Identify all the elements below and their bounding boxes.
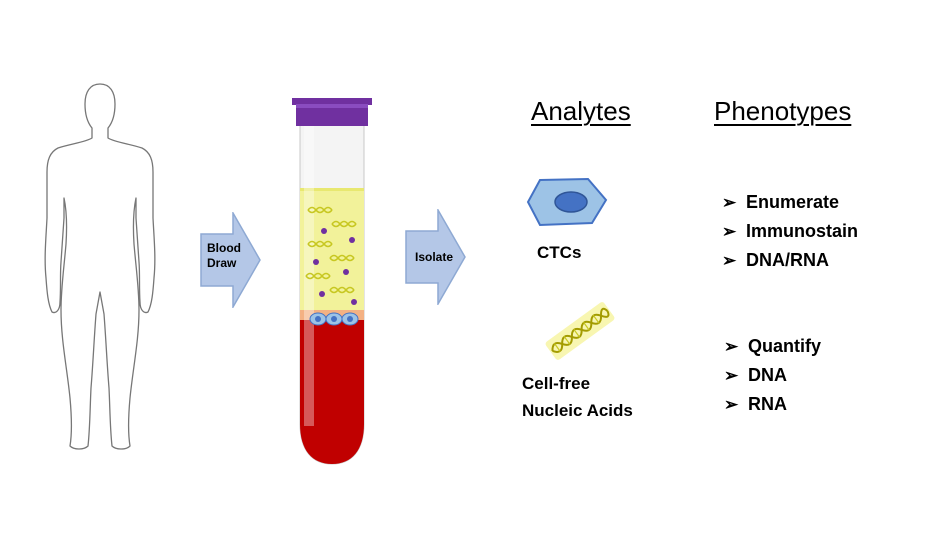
isolate-label: Isolate [415, 250, 454, 264]
ctcs-label: CTCs [537, 243, 582, 262]
dna-helix-icon [545, 302, 615, 360]
list-item: ➢DNA [724, 361, 821, 390]
ctc-cell-icon [526, 177, 608, 227]
arrow-bullet-icon: ➢ [722, 193, 737, 212]
cell-free-nucleic-acids-label: Cell-free Nucleic Acids [522, 374, 633, 420]
list-item: ➢DNA/RNA [722, 246, 858, 275]
list-item: ➢Immunostain [722, 217, 858, 246]
list-item: ➢Enumerate [722, 188, 858, 217]
blood-draw-label: Blood Draw [207, 241, 241, 270]
arrow-bullet-icon: ➢ [724, 395, 739, 414]
cfna-phenotype-list: ➢Quantify ➢DNA ➢RNA [724, 332, 821, 419]
list-item: ➢RNA [724, 390, 821, 419]
arrow-bullet-icon: ➢ [722, 251, 737, 270]
blood-tube-icon [292, 98, 372, 465]
arrow-bullet-icon: ➢ [722, 222, 737, 241]
ctc-phenotype-list: ➢Enumerate ➢Immunostain ➢DNA/RNA [722, 188, 858, 275]
arrow-bullet-icon: ➢ [724, 366, 739, 385]
analytes-heading: Analytes [531, 96, 631, 126]
arrow-bullet-icon: ➢ [724, 337, 739, 356]
blood-draw-arrow [200, 212, 261, 308]
phenotypes-heading: Phenotypes [714, 96, 852, 126]
isolate-arrow [405, 209, 466, 305]
human-outline-icon [44, 83, 156, 450]
list-item: ➢Quantify [724, 332, 821, 361]
